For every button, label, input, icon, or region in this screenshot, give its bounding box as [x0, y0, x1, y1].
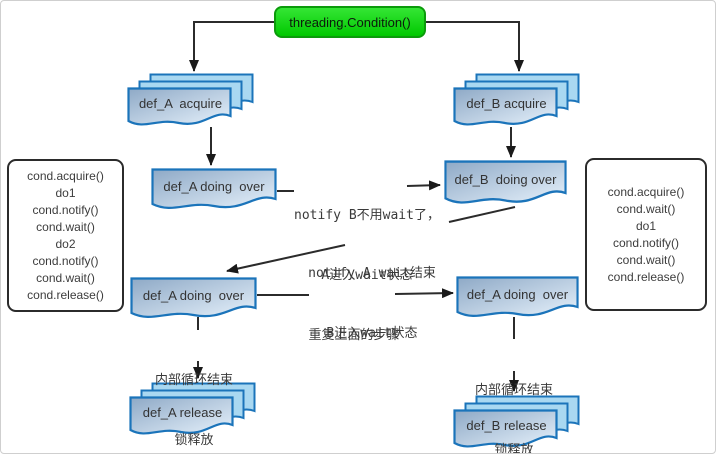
- connector-notify-b-arrow: [406, 180, 441, 191]
- document-shape: [456, 276, 579, 317]
- node-def-a-acquire: def_A acquire: [127, 73, 254, 131]
- node-label: def_A doing over: [466, 286, 569, 302]
- annotation-line: 锁释放: [494, 443, 534, 454]
- annotation-line: 内部循环结束: [474, 383, 553, 398]
- annotation-loop-end-left: 内部循环结束 锁释放: [147, 331, 241, 453]
- annotation-line: 内部循环结束: [154, 373, 233, 388]
- code-line: cond.release(): [607, 269, 685, 284]
- connector-condition-to-def-a-acquire: [189, 21, 274, 72]
- code-box-left: cond.acquire() do1 cond.notify() cond.wa…: [7, 159, 124, 312]
- connector-notify-a-upper-segment: [448, 206, 516, 223]
- code-line: cond.acquire(): [27, 168, 104, 183]
- stacked-document-shape: [127, 73, 254, 126]
- stacked-document-shape: [453, 73, 580, 126]
- document-shape: [444, 160, 567, 204]
- code-line: cond.wait(): [616, 252, 676, 267]
- node-def-b-doing: def_B doing over: [444, 160, 567, 209]
- connector-repeat-arrow: [394, 288, 454, 299]
- code-line: cond.notify(): [612, 235, 680, 250]
- node-label: def_B doing over: [454, 172, 557, 187]
- annotation-line: 锁释放: [174, 433, 214, 448]
- node-label: def_A acquire: [138, 95, 223, 111]
- node-def-a-doing-3: def_A doing over: [456, 276, 579, 322]
- annotation-line: 重复上面的步骤: [308, 328, 400, 343]
- code-line: do1: [635, 218, 657, 233]
- document-shape: [130, 277, 257, 318]
- stacked-document-shape: [453, 395, 580, 448]
- annotation-loop-end-right: 内部循环结束 锁释放: [467, 341, 561, 454]
- node-def-b-acquire: def_B acquire: [453, 73, 580, 131]
- annotation-notify-b: notify B不用wait了， A进入wait状态: [292, 166, 442, 326]
- annotation-line: notify A wait结束: [308, 266, 436, 281]
- connector-notify-a-arrow: [226, 244, 346, 274]
- node-label: def_A release: [142, 404, 223, 420]
- code-box-right: cond.acquire() cond.wait() do1 cond.noti…: [585, 158, 707, 311]
- node-def-a-release: def_A release: [129, 382, 256, 440]
- node-def-b-release: def_B release: [453, 395, 580, 453]
- code-line: do2: [55, 236, 76, 251]
- document-shape: [151, 168, 277, 209]
- node-label: def_B release: [466, 417, 547, 433]
- code-line: do1: [55, 185, 76, 200]
- condition-node-label: threading.Condition(): [289, 14, 411, 30]
- code-line: cond.acquire(): [607, 184, 685, 199]
- condition-node: threading.Condition(): [274, 6, 426, 38]
- stacked-document-shape: [129, 382, 256, 435]
- annotation-repeat: 重复上面的步骤: [307, 286, 401, 386]
- annotation-notify-a: notify A wait结束 B进入wait状态: [299, 224, 445, 384]
- node-def-a-doing-2: def_A doing over: [130, 277, 257, 323]
- node-label: def_A doing over: [163, 178, 265, 194]
- annotation-line: notify B不用wait了，: [294, 208, 440, 223]
- code-line: cond.wait(): [36, 219, 95, 234]
- code-line: cond.release(): [27, 287, 104, 302]
- annotation-line: A进入wait状态: [321, 268, 413, 283]
- code-line: cond.notify(): [32, 202, 99, 217]
- node-def-a-doing-1: def_A doing over: [151, 168, 277, 214]
- annotation-line: B进入wait状态: [326, 326, 418, 341]
- code-line: cond.wait(): [616, 201, 676, 216]
- connector-condition-to-def-b-acquire: [426, 21, 524, 72]
- node-label: def_B acquire: [466, 95, 547, 111]
- code-line: cond.wait(): [36, 270, 95, 285]
- code-line: cond.notify(): [32, 253, 99, 268]
- node-label: def_A doing over: [142, 287, 245, 303]
